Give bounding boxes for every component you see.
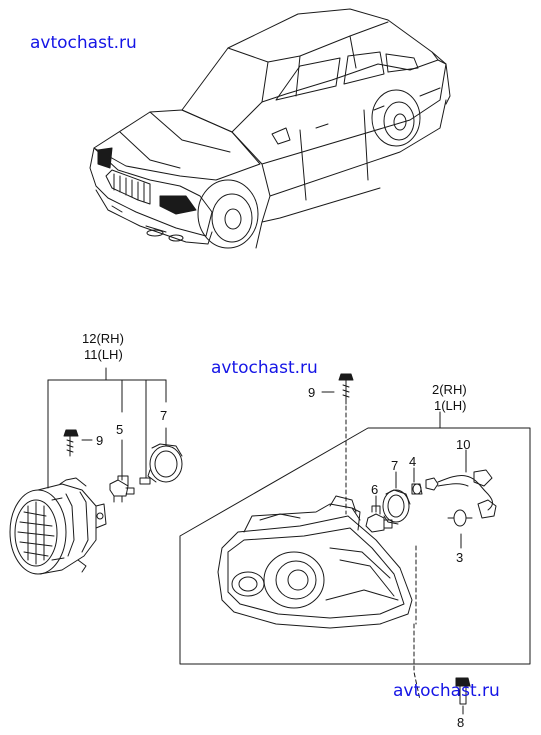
fog-lamp-unit: [9, 477, 107, 575]
callout-headlamp-side-bulb: 3: [456, 550, 463, 565]
callout-headlamp-screw: 9: [308, 385, 315, 400]
car-illustration: [89, 8, 451, 249]
callout-headlamp-socket-wiring: 10: [456, 437, 470, 452]
fog-lamp-group: [9, 367, 183, 575]
callout-fog-screw: 9: [96, 433, 103, 448]
headlamp-side-bulb: [447, 509, 473, 527]
fog-lamp-cap: [147, 443, 183, 483]
callout-headlamp-adjuster-screw: 8: [457, 715, 464, 730]
headlamp-group: [179, 373, 531, 715]
headlamp-small-bulb: [411, 483, 423, 495]
headlamp-socket-wiring: [425, 469, 497, 519]
callout-fog-lamp-lh: 11(LH): [84, 347, 123, 362]
callout-fog-cap: 7: [160, 408, 167, 423]
callout-headlamp-rh: 2(RH): [432, 382, 467, 397]
callout-headlamp-small-bulb: 4: [409, 454, 416, 469]
callout-fog-lamp-rh: 12(RH): [82, 331, 124, 346]
callout-headlamp-cap: 7: [391, 458, 398, 473]
watermark-top: avtochast.ru: [30, 33, 137, 53]
fog-screw: [63, 429, 79, 457]
callout-headlamp-lh: 1(LH): [434, 398, 467, 413]
watermark-bottom: avtochast.ru: [393, 681, 500, 701]
callout-headlamp-bulb: 6: [371, 482, 378, 497]
watermark-middle: avtochast.ru: [211, 358, 318, 378]
headlamp-unit: [217, 495, 413, 629]
headlamp-cap: [382, 489, 411, 525]
fog-bulb: [109, 475, 135, 503]
headlamp-screw: [338, 373, 354, 405]
callout-fog-bulb: 5: [116, 422, 123, 437]
headlamp-adjuster-screw: [455, 677, 471, 705]
